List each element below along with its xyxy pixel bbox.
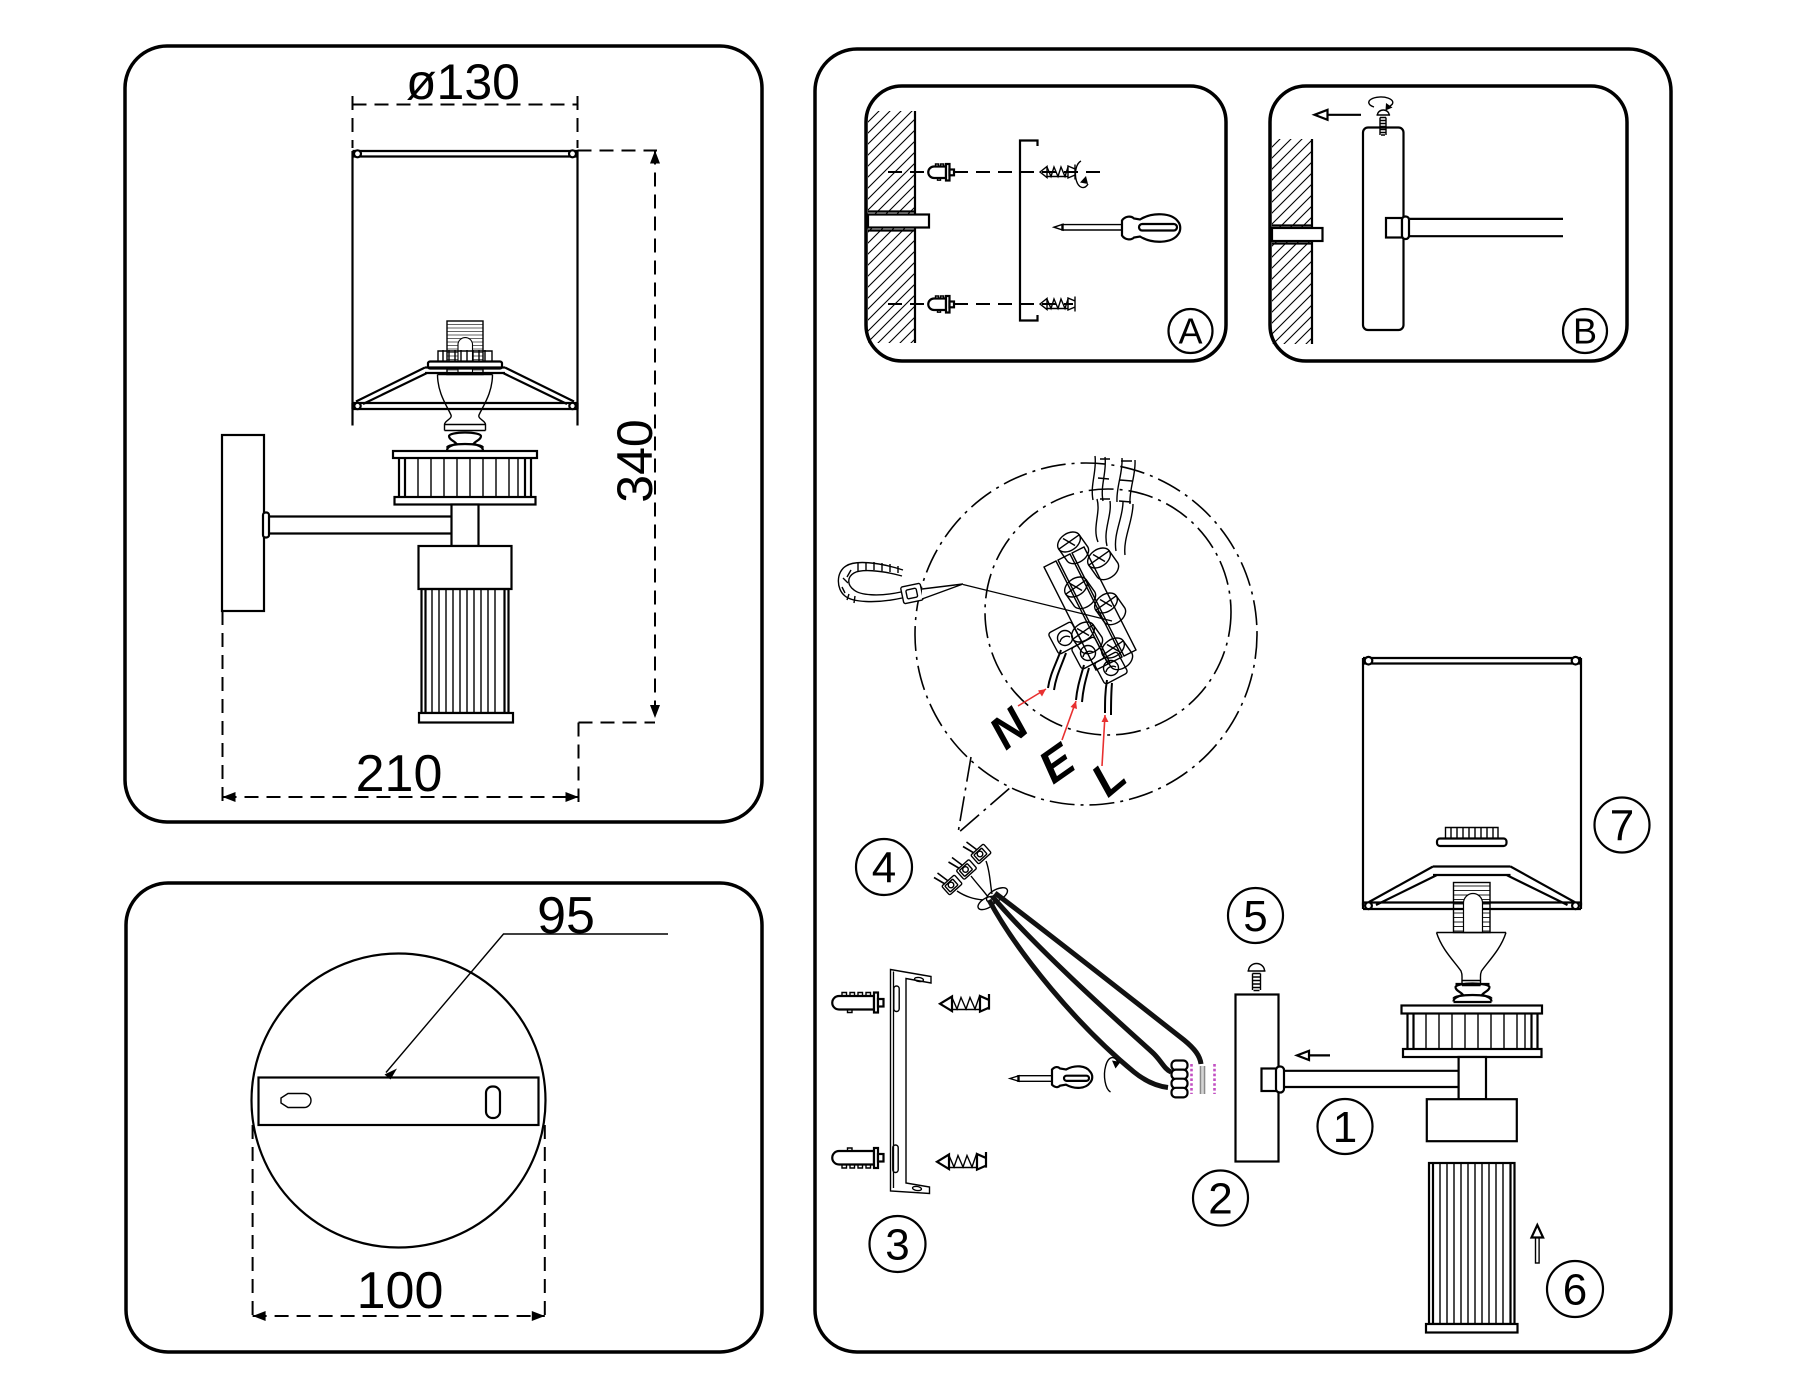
svg-text:B: B xyxy=(1573,311,1597,352)
svg-text:7: 7 xyxy=(1610,802,1634,851)
svg-text:95: 95 xyxy=(537,887,595,945)
svg-text:3: 3 xyxy=(885,1221,909,1270)
svg-text:5: 5 xyxy=(1243,892,1267,941)
svg-text:A: A xyxy=(1178,311,1202,352)
svg-text:210: 210 xyxy=(356,745,443,803)
svg-text:4: 4 xyxy=(872,844,896,893)
svg-text:ø130: ø130 xyxy=(406,54,520,110)
svg-text:340: 340 xyxy=(607,419,663,502)
svg-text:2: 2 xyxy=(1208,1175,1232,1224)
svg-text:1: 1 xyxy=(1333,1103,1357,1152)
svg-text:100: 100 xyxy=(357,1262,444,1320)
svg-text:6: 6 xyxy=(1563,1266,1587,1315)
